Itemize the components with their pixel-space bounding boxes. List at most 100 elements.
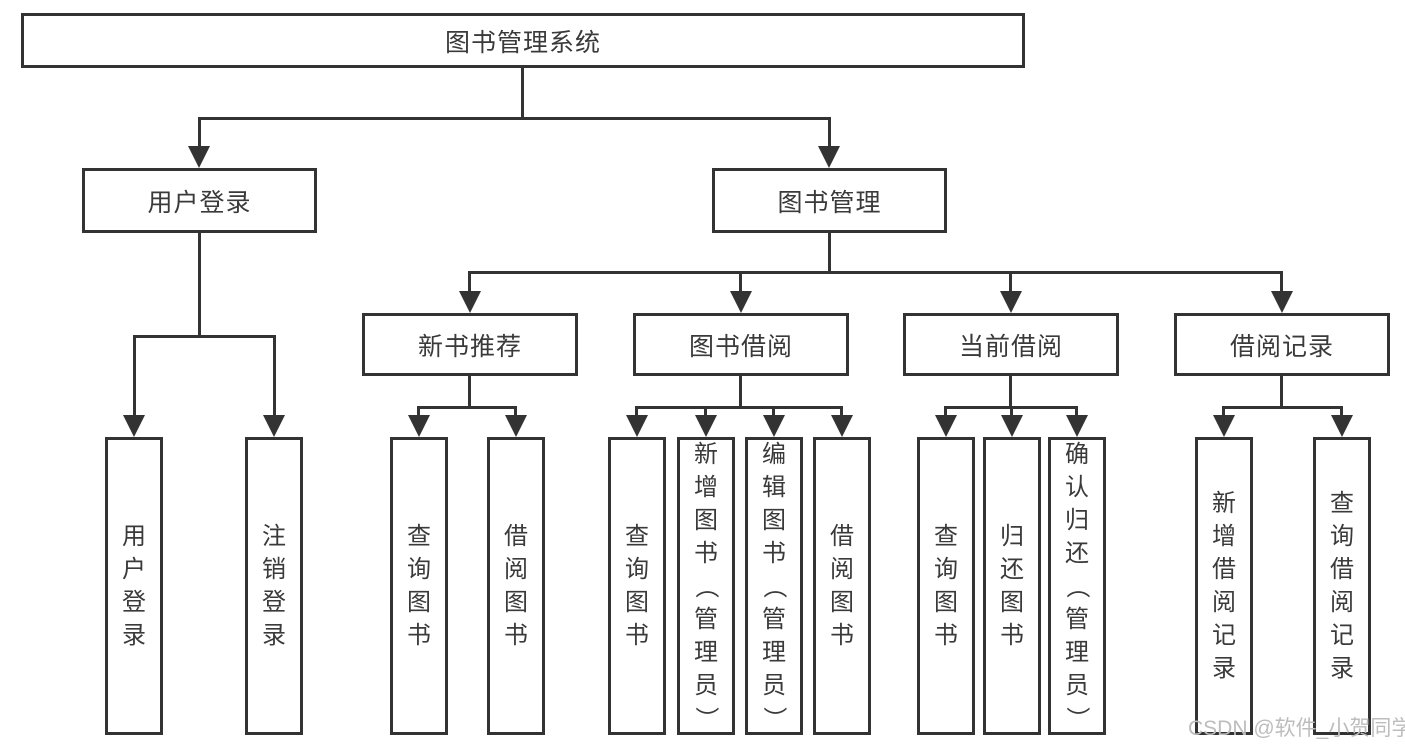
vertical-char: 借: [1212, 556, 1236, 583]
arrowhead: [730, 291, 752, 313]
vertical-char: 书: [1000, 622, 1024, 649]
vertical-char: 询: [934, 556, 958, 583]
arrowhead: [695, 415, 717, 437]
connector-line: [828, 233, 831, 273]
vertical-char: 理: [762, 638, 786, 666]
connector-line: [1009, 374, 1012, 409]
connector-line: [133, 335, 136, 419]
connector-line: [468, 271, 471, 297]
vertical-char: 用: [122, 523, 146, 550]
leaf-logout: 注销登录: [245, 437, 303, 735]
vertical-char: 查: [934, 523, 958, 550]
vertical-char: 图: [830, 589, 854, 616]
connector-line: [198, 117, 831, 120]
vertical-char: 员: [694, 671, 718, 699]
vertical-char: 登: [122, 589, 146, 616]
vertical-char: 阅: [1212, 589, 1236, 616]
vertical-char: 管: [762, 605, 786, 633]
vertical-char: 户: [122, 556, 146, 583]
node-label: 当前借阅: [958, 332, 1063, 361]
vertical-char: 阅: [1330, 589, 1354, 616]
vertical-char: 书: [625, 622, 649, 649]
vertical-char: 询: [1330, 523, 1354, 550]
arrowhead: [459, 291, 481, 313]
connector-line: [704, 406, 707, 420]
connector-line: [521, 66, 524, 119]
connector-line: [739, 271, 742, 297]
node-root-library-system: 图书管理系统: [21, 13, 1025, 68]
csdn-watermark: CSDN @软件_小贺同学: [1188, 717, 1405, 740]
leaf-add-borrow-record: 新增借阅记录: [1195, 437, 1253, 735]
arrowhead: [188, 146, 210, 168]
vertical-char: 书: [934, 622, 958, 649]
vertical-char: 登: [262, 589, 286, 616]
node-label: 图书借阅: [688, 332, 793, 361]
node-new-book-recommend: 新书推荐: [362, 313, 578, 376]
vertical-char: 认: [1065, 473, 1089, 501]
vertical-char: 录: [262, 622, 286, 649]
arrowhead: [1001, 415, 1023, 437]
arrowhead: [408, 415, 430, 437]
vertical-char: 归: [1000, 523, 1024, 550]
leaf-add-book-admin: 新增图书（管理员）: [677, 437, 735, 735]
connector-line: [417, 406, 517, 409]
vertical-char: 图: [934, 589, 958, 616]
vertical-char: 图: [407, 589, 431, 616]
leaf-confirm-return-admin: 确认归还（管理员）: [1048, 437, 1106, 735]
arrowhead: [935, 415, 957, 437]
vertical-char: 图: [1000, 589, 1024, 616]
connector-line: [635, 406, 843, 409]
connector-line: [514, 406, 517, 420]
vertical-char: 借: [504, 523, 528, 550]
vertical-char: 增: [694, 473, 718, 501]
arrowhead: [1213, 415, 1235, 437]
vertical-char: 书: [407, 622, 431, 649]
leaf-query-books: 查询图书: [608, 437, 666, 735]
node-user-login: 用户登录: [82, 168, 317, 233]
connector-line: [944, 406, 947, 420]
vertical-char: 图: [762, 506, 786, 534]
vertical-char: 确: [1065, 440, 1089, 468]
vertical-char: ）: [1063, 706, 1091, 730]
vertical-char: 书: [694, 539, 718, 567]
arrowhead: [123, 415, 145, 437]
connector-line: [1280, 374, 1283, 409]
connector-line: [1009, 271, 1012, 297]
arrowhead: [763, 415, 785, 437]
vertical-char: 书: [762, 539, 786, 567]
node-current-borrowing: 当前借阅: [903, 313, 1119, 376]
vertical-char: ）: [692, 706, 720, 730]
vertical-char: 记: [1330, 622, 1354, 649]
connector-line: [417, 406, 420, 420]
arrowhead: [818, 146, 840, 168]
connector-line: [1340, 406, 1343, 420]
vertical-char: 销: [262, 556, 286, 583]
vertical-char: 员: [1065, 671, 1089, 699]
vertical-char: 录: [1212, 655, 1236, 682]
node-book-management: 图书管理: [712, 168, 947, 233]
vertical-char: 归: [1065, 506, 1089, 534]
vertical-char: 阅: [504, 556, 528, 583]
connector-line: [772, 406, 775, 420]
vertical-char: 查: [407, 523, 431, 550]
connector-line: [468, 271, 1283, 274]
arrowhead: [1331, 415, 1353, 437]
vertical-char: 借: [1330, 556, 1354, 583]
node-borrowing-records: 借阅记录: [1174, 313, 1390, 376]
connector-line: [133, 335, 276, 338]
connector-line: [468, 374, 471, 409]
vertical-char: 书: [504, 622, 528, 649]
connector-line: [198, 233, 201, 337]
vertical-char: 注: [262, 523, 286, 550]
leaf-borrow-books: 借阅图书: [487, 437, 545, 735]
node-label: 图书管理: [777, 188, 882, 217]
node-label: 借阅记录: [1229, 332, 1334, 361]
node-book-borrowing: 图书借阅: [633, 313, 849, 376]
vertical-char: （: [692, 574, 720, 598]
connector-line: [1280, 271, 1283, 297]
vertical-char: ）: [760, 706, 788, 730]
vertical-char: 书: [830, 622, 854, 649]
vertical-char: 询: [407, 556, 431, 583]
vertical-char: 管: [1065, 605, 1089, 633]
vertical-char: 借: [830, 523, 854, 550]
